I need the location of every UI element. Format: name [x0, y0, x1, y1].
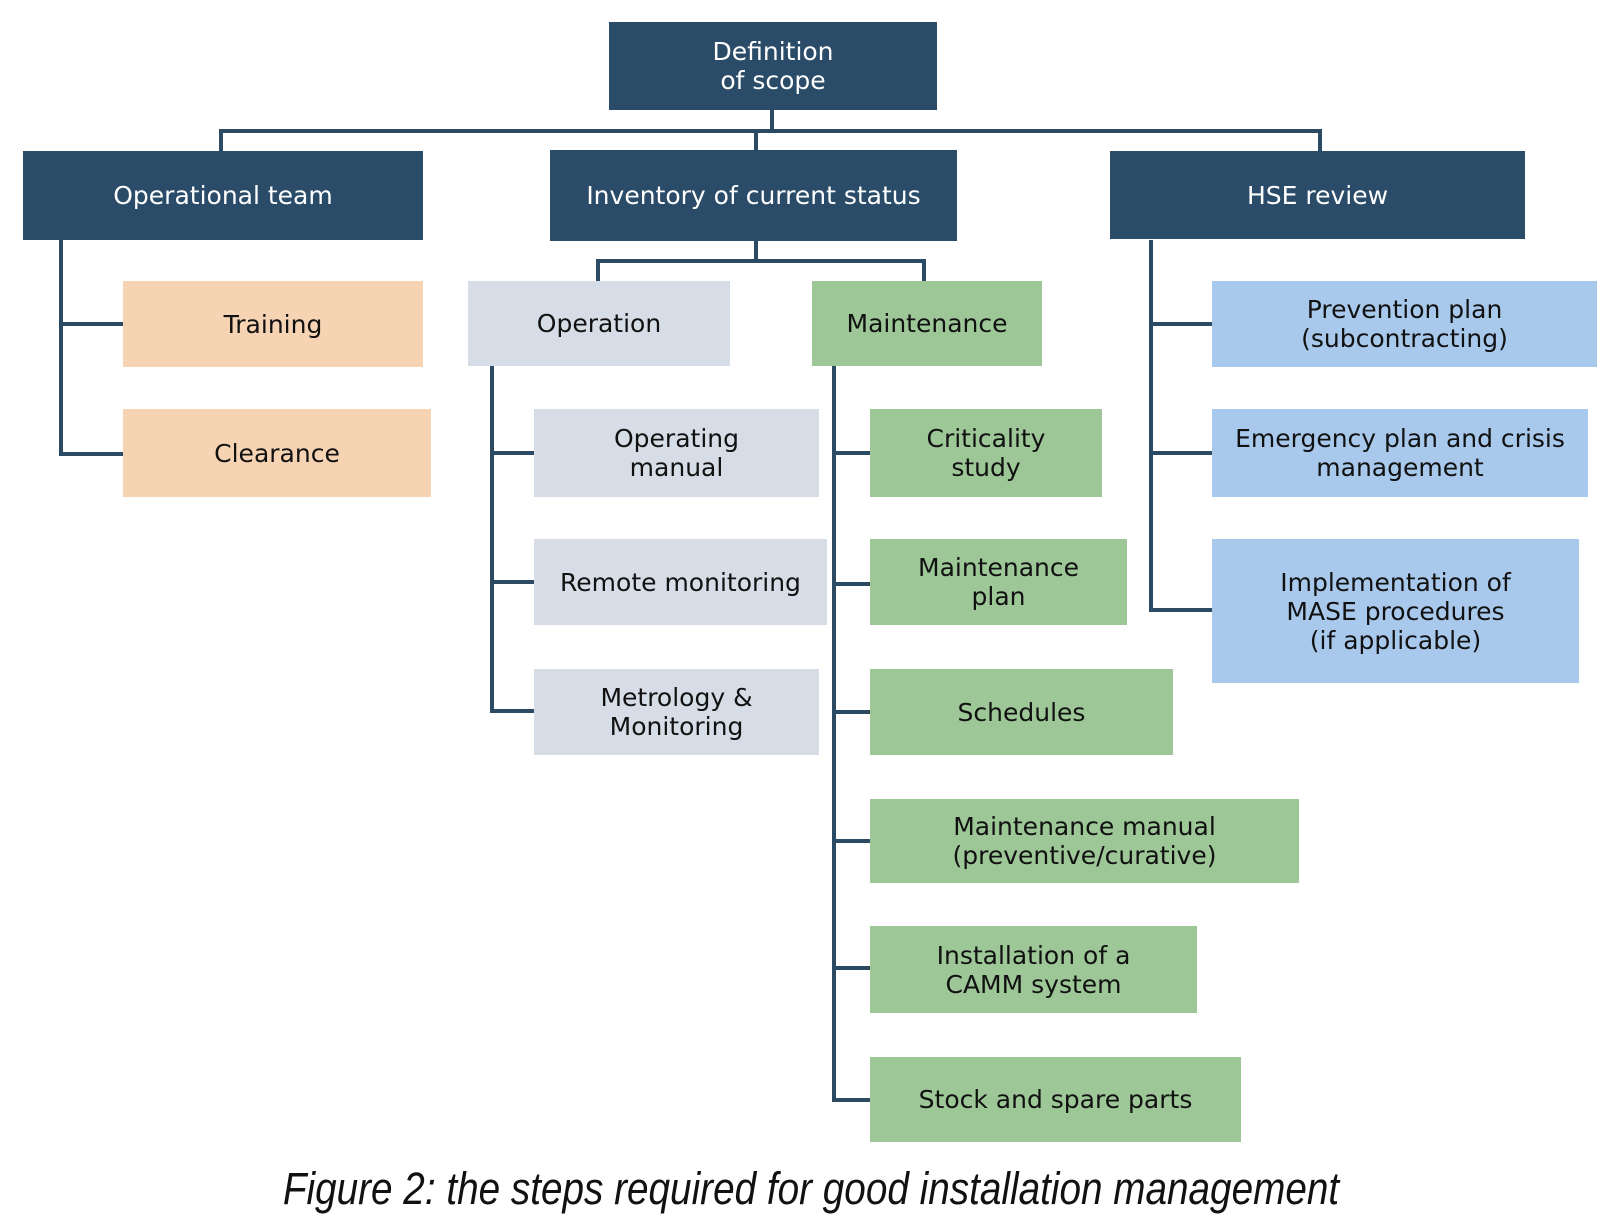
connector-criticality-study [832, 451, 870, 455]
mase-procedures-label-line-1: Implementation of [1280, 567, 1511, 597]
metrology-box: Metrology & Monitoring [534, 669, 819, 755]
connector-emergency-plan [1149, 451, 1212, 455]
hse-review-box: HSE review [1110, 151, 1525, 239]
connector-training [59, 322, 124, 326]
connector-prevention-plan [1149, 322, 1212, 326]
metrology-label-line-2: Monitoring [609, 712, 744, 741]
connector-operating-manual [490, 451, 534, 455]
schedules-box: Schedules [870, 669, 1173, 755]
connector-operational-team-trunk [59, 240, 63, 456]
operating-manual-box: Operating manual [534, 409, 819, 497]
camm-system-label-line-2: CAMM system [945, 969, 1122, 999]
training-box: Training [123, 281, 423, 367]
maintenance-plan-label-line-1: Maintenance [918, 553, 1079, 582]
criticality-study-label-line-1: Criticality [926, 424, 1046, 453]
prevention-plan-box: Prevention plan (subcontracting) [1212, 281, 1597, 367]
operation-box: Operation [468, 281, 730, 366]
connector-maintenance-trunk [832, 366, 836, 1102]
connector-hse-trunk [1149, 240, 1153, 612]
emergency-plan-label-line-2: management [1316, 453, 1484, 482]
connector-to-inventory [754, 129, 758, 151]
clearance-box: Clearance [123, 409, 431, 497]
root-label-line-1: Definition [712, 37, 834, 66]
maintenance-manual-label-line-2: (preventive/curative) [952, 841, 1217, 870]
connector-maintenance-manual [832, 839, 870, 843]
connector-root-stem [770, 110, 774, 131]
connector-camm [832, 966, 870, 970]
connector-to-operational-team [219, 129, 223, 152]
training-label: Training [223, 309, 323, 339]
stock-spare-parts-box: Stock and spare parts [870, 1057, 1241, 1142]
camm-system-box: Installation of a CAMM system [870, 926, 1197, 1013]
mase-procedures-label-line-2: MASE procedures [1286, 596, 1505, 626]
connector-inventory-bar [596, 259, 926, 263]
operational-team-box: Operational team [23, 151, 423, 240]
connector-maintenance-plan [832, 582, 870, 586]
maintenance-label: Maintenance [846, 309, 1008, 338]
maintenance-manual-label-line-1: Maintenance manual [953, 812, 1216, 841]
connector-to-maintenance [922, 259, 926, 281]
connector-operation-trunk [490, 366, 494, 713]
maintenance-manual-box: Maintenance manual (preventive/curative) [870, 799, 1299, 883]
camm-system-label-line-1: Installation of a [936, 940, 1131, 970]
operating-manual-label-line-1: Operating [614, 424, 739, 453]
connector-top-bar [219, 129, 1322, 133]
operational-team-label: Operational team [113, 181, 333, 210]
remote-monitoring-box: Remote monitoring [534, 539, 827, 625]
emergency-plan-label-line-1: Emergency plan and crisis [1235, 424, 1565, 453]
operation-label: Operation [536, 309, 662, 338]
connector-remote-monitoring [490, 580, 534, 584]
connector-metrology [490, 709, 534, 713]
remote-monitoring-label: Remote monitoring [560, 567, 801, 597]
connector-to-operation [596, 259, 600, 281]
root-label-line-2: of scope [720, 66, 826, 95]
connector-to-hse [1318, 129, 1322, 152]
connector-mase [1149, 608, 1212, 612]
criticality-study-label-line-2: study [951, 453, 1021, 482]
prevention-plan-label-line-1: Prevention plan [1306, 295, 1503, 324]
connector-stock [832, 1098, 870, 1102]
inventory-box: Inventory of current status [550, 150, 957, 241]
maintenance-plan-label-line-2: plan [971, 582, 1026, 611]
connector-inventory-stem [754, 240, 758, 262]
mase-procedures-box: Implementation of MASE procedures (if ap… [1212, 539, 1579, 683]
emergency-plan-box: Emergency plan and crisis management [1212, 409, 1588, 497]
clearance-label: Clearance [214, 438, 340, 468]
mase-procedures-label-line-3: (if applicable) [1309, 625, 1482, 655]
prevention-plan-label-line-2: (subcontracting) [1301, 324, 1508, 353]
criticality-study-box: Criticality study [870, 409, 1102, 497]
stock-spare-parts-label: Stock and spare parts [918, 1085, 1193, 1114]
inventory-label: Inventory of current status [586, 181, 921, 210]
maintenance-plan-box: Maintenance plan [870, 539, 1127, 625]
hse-review-label: HSE review [1246, 180, 1389, 210]
maintenance-box: Maintenance [812, 281, 1042, 366]
connector-clearance [59, 452, 124, 456]
metrology-label-line-1: Metrology & [600, 683, 753, 712]
operating-manual-label-line-2: manual [629, 453, 724, 482]
figure-caption: Figure 2: the steps required for good in… [282, 1163, 1340, 1214]
root-box-definition-of-scope: Definition of scope [609, 22, 937, 110]
schedules-label: Schedules [957, 697, 1086, 727]
connector-schedules [832, 710, 870, 714]
